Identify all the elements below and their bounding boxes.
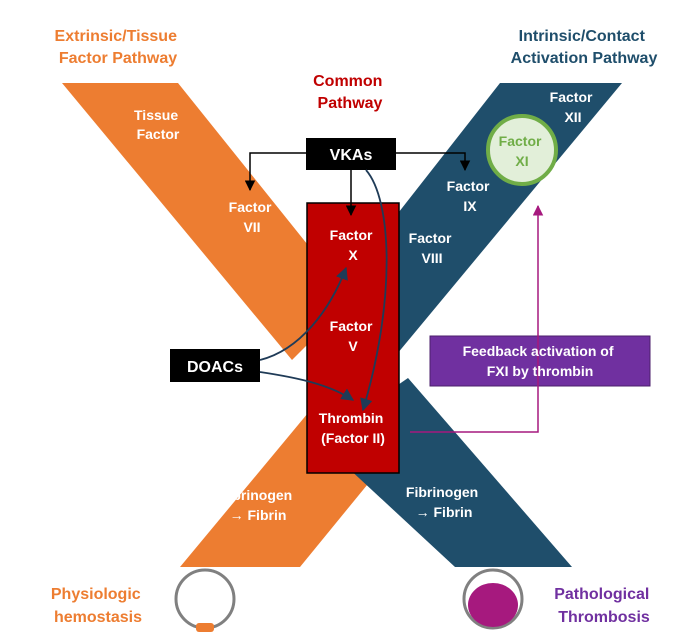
- feedback-arrow: [410, 204, 544, 433]
- vka-to-factor-vii-arrow: [244, 152, 306, 192]
- extrinsic-band-upper: [62, 83, 352, 360]
- tissue-factor-label: Tissue Factor: [134, 107, 182, 142]
- feedback-box: [429, 335, 651, 387]
- doacs-box[interactable]: [170, 349, 260, 382]
- thrombin-label: Thrombin (Factor II): [319, 410, 387, 446]
- factor-vii-label: Factor VII: [229, 199, 276, 235]
- common-pathway-bar: [306, 202, 400, 474]
- feedback-label: Feedback activation of FXI by thrombin: [463, 343, 618, 379]
- physiologic-hemostasis-label: Physiologic hemostasis: [51, 586, 145, 626]
- factor-ix-label: Factor IX: [447, 178, 494, 214]
- pathological-thrombosis-icon: [462, 568, 524, 630]
- vka-to-factor-ix-arrow: [396, 152, 471, 172]
- extrinsic-heading: Extrinsic/Tissue Factor Pathway: [55, 28, 182, 67]
- pathological-thrombus: [468, 583, 518, 627]
- factor-xi-circle: [486, 114, 558, 186]
- vka-to-thrombin-arrow: [360, 169, 388, 412]
- fibrinogen-right-label: Fibrinogen → Fibrin: [406, 484, 482, 520]
- common-pathway-heading: Common Pathway: [313, 73, 387, 112]
- doacs-label: DOACs: [187, 359, 243, 376]
- doac-to-factor-x-arrow: [259, 266, 348, 361]
- fibrinogen-left-label: Fibrinogen → Fibrin: [220, 487, 296, 523]
- physiologic-clot-plug: [196, 623, 214, 632]
- factor-x-label: Factor X: [330, 227, 377, 263]
- physiologic-hemostasis-icon: [174, 568, 236, 630]
- vkas-box[interactable]: [306, 138, 396, 170]
- factor-v-label: Factor V: [330, 318, 377, 354]
- pathological-thrombosis-label: Pathological Thrombosis: [554, 586, 654, 626]
- factor-xii-label: Factor XII: [550, 89, 597, 125]
- intrinsic-heading: Intrinsic/Contact Activation Pathway: [511, 28, 658, 67]
- factor-xi-label: Factor XI: [499, 133, 546, 169]
- doac-to-thrombin-arrow: [259, 371, 355, 401]
- vkas-label: VKAs: [330, 147, 373, 164]
- factor-viii-label: Factor VIII: [409, 230, 456, 266]
